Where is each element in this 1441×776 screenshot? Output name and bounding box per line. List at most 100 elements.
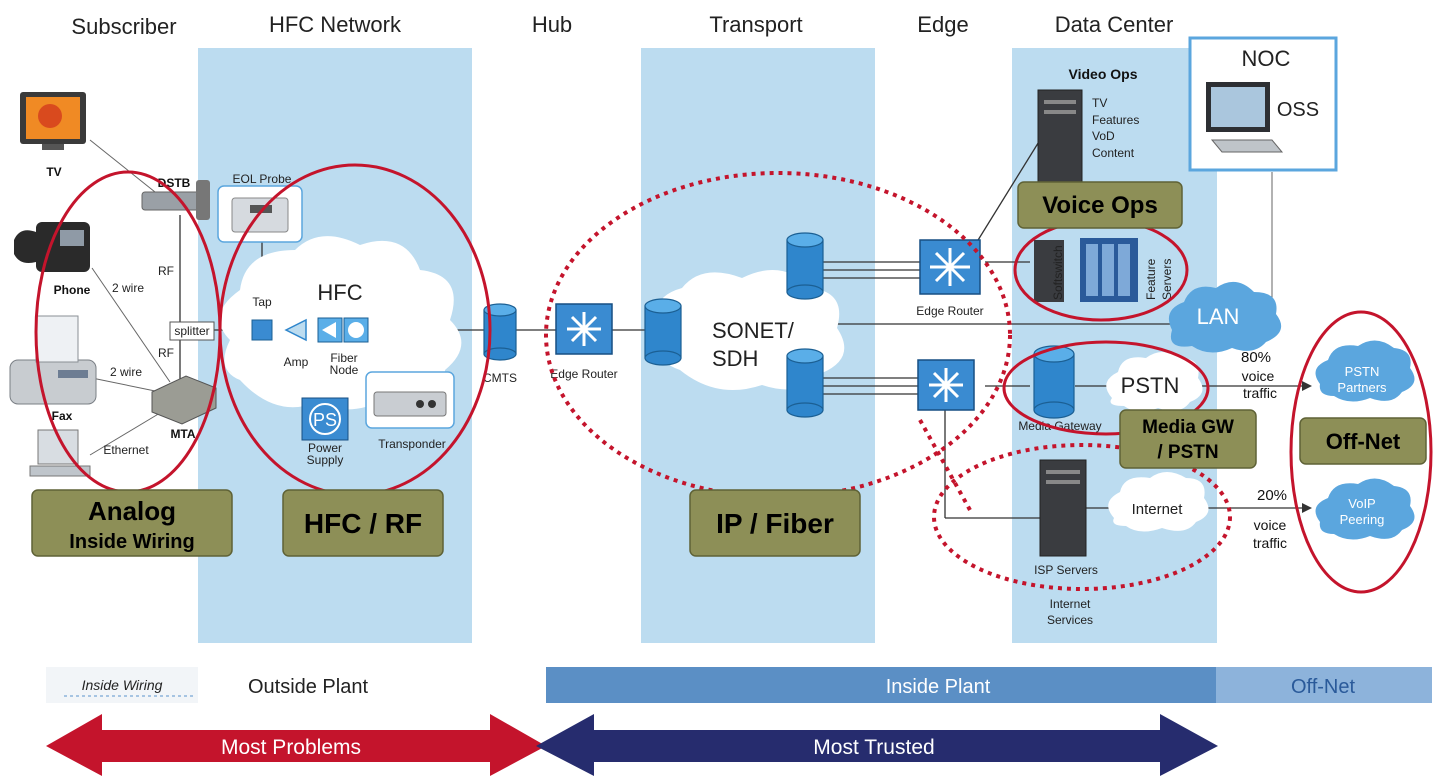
- hub-edge-router-label: Edge Router: [550, 367, 617, 381]
- softswitch-label: Softswitch: [1051, 245, 1065, 300]
- pstn-partners-label-1: PSTN: [1345, 364, 1380, 379]
- power-supply-ps: PS: [313, 410, 337, 430]
- tap-icon: [251, 319, 273, 341]
- fax-label: Fax: [52, 409, 73, 423]
- hfc-label: HFC: [317, 280, 362, 305]
- fiber-node-label-2: Node: [330, 363, 359, 377]
- isp-server-icon: [1039, 459, 1087, 557]
- fax-icon: [9, 315, 97, 405]
- rf-label-bottom: RF: [158, 346, 174, 360]
- two-wire-label-bottom: 2 wire: [110, 365, 142, 379]
- sonet-label-1: SONET/: [712, 318, 795, 343]
- fiber-node-icon: [317, 317, 369, 343]
- off-net-outline: [1289, 310, 1433, 594]
- transport-router-top-icon: [786, 232, 824, 300]
- voip-traffic-word: traffic: [1253, 535, 1287, 551]
- two-wire-label-top: 2 wire: [112, 281, 144, 295]
- splitter-box: [169, 321, 215, 341]
- video-ops-item-content: Content: [1092, 146, 1135, 160]
- video-server-icon: [1037, 89, 1083, 185]
- power-supply-icon: [301, 397, 349, 441]
- tag-hfc-rf: [282, 489, 444, 557]
- column-header-data-center: Data Center: [1055, 12, 1174, 37]
- phone-icon: [14, 222, 90, 272]
- isp-servers-label: ISP Servers: [1034, 563, 1098, 577]
- pstn-traffic-voice: voice: [1242, 368, 1275, 384]
- feature-servers-label-2: Servers: [1160, 259, 1174, 300]
- eol-probe-label: EOL Probe: [233, 172, 292, 186]
- plant-bar-inside-plant-label: Inside Plant: [886, 676, 991, 698]
- internet-services-label-2: Services: [1047, 613, 1093, 627]
- tag-media-gw-line-1: Media GW: [1142, 417, 1234, 438]
- pstn-cloud: [1106, 352, 1203, 412]
- noc-label: NOC: [1242, 46, 1291, 71]
- most-problems-label: Most Problems: [221, 736, 361, 759]
- splitter-label: splitter: [174, 324, 209, 338]
- tap-label: Tap: [252, 295, 272, 309]
- ip-fiber-outline: [544, 171, 1012, 499]
- internet-outline: [932, 443, 1232, 591]
- oss-label: OSS: [1277, 99, 1319, 121]
- column-header-hfc-network: HFC Network: [269, 12, 402, 37]
- tag-analog-line-2: Inside Wiring: [69, 531, 194, 553]
- power-supply-label-2: Supply: [307, 453, 344, 467]
- sonet-label-2: SDH: [712, 346, 758, 371]
- tag-ip-fiber-text: IP / Fiber: [716, 508, 834, 539]
- column-header-edge: Edge: [917, 12, 968, 37]
- mta-icon: [151, 375, 217, 425]
- feature-servers-label-1: Feature: [1144, 258, 1158, 300]
- tag-ip-fiber: [689, 489, 861, 557]
- noc-box: [1188, 36, 1338, 172]
- tag-voice-ops: [1017, 181, 1183, 229]
- most-trusted-label: Most Trusted: [813, 736, 934, 759]
- transponder-label: Transponder: [378, 437, 446, 451]
- tag-hfc-rf-text: HFC / RF: [304, 508, 422, 539]
- rf-label-top: RF: [158, 264, 174, 278]
- amp-label: Amp: [284, 355, 309, 369]
- internet-cloud: [1108, 472, 1209, 532]
- plant-bar-inside-wiring: [46, 667, 198, 703]
- transport-router-bottom-icon: [786, 348, 824, 418]
- plant-bar-off-net: [1216, 667, 1432, 703]
- pstn-traffic-word: traffic: [1243, 385, 1277, 401]
- tag-media-gw-line-2: / PSTN: [1157, 442, 1218, 463]
- most-problems-arrow: [46, 714, 546, 776]
- softswitch-icon: [1034, 240, 1064, 302]
- voip-traffic-voice: voice: [1254, 517, 1287, 533]
- edge-router-top-icon: [919, 239, 981, 295]
- amp-icon: [284, 318, 307, 342]
- internet-label: Internet: [1132, 501, 1184, 518]
- dstb-icon: [141, 180, 210, 220]
- video-ops-label: Video Ops: [1069, 66, 1138, 82]
- plant-bar-inside-plant: [546, 667, 1216, 703]
- ethernet-label: Ethernet: [103, 443, 149, 457]
- tag-off-net: [1299, 417, 1427, 465]
- fiber-node-label-1: Fiber: [330, 351, 357, 365]
- tag-analog-inside-wiring: [31, 489, 233, 557]
- voip-peering-cloud: [1315, 478, 1415, 540]
- edge-router-edge-label: Edge Router: [916, 304, 983, 318]
- lan-label: LAN: [1197, 304, 1240, 329]
- video-ops-item-features: Features: [1092, 113, 1139, 127]
- video-ops-item-tv: TV: [1092, 96, 1107, 110]
- plant-bar-off-net-label: Off-Net: [1291, 676, 1356, 698]
- pstn-partners-cloud: [1315, 340, 1415, 402]
- media-gateway-router-icon: [1033, 345, 1075, 419]
- voip-peering-label-1: VoIP: [1348, 496, 1375, 511]
- power-supply-label-1: Power: [308, 441, 342, 455]
- column-header-hub: Hub: [532, 12, 572, 37]
- column-header-transport: Transport: [709, 12, 802, 37]
- cmts-label: CMTS: [483, 371, 517, 385]
- edge-router-bottom-icon: [917, 359, 975, 411]
- internet-services-label-1: Internet: [1050, 597, 1091, 611]
- column-header-subscriber: Subscriber: [71, 14, 176, 39]
- voip-peering-label-2: Peering: [1340, 512, 1385, 527]
- hub-edge-router-icon: [555, 303, 613, 355]
- plant-bar-inside-wiring-label: Inside Wiring: [82, 677, 163, 693]
- media-gateway-label: Media Gateway: [1018, 419, 1101, 433]
- tag-media-gw-pstn: [1119, 409, 1257, 469]
- plant-bar-outside-plant-label: Outside Plant: [248, 676, 369, 698]
- transport-router-left-icon: [644, 298, 682, 366]
- voip-traffic-pct: 20%: [1257, 487, 1287, 504]
- pstn-traffic-pct: 80%: [1241, 349, 1271, 366]
